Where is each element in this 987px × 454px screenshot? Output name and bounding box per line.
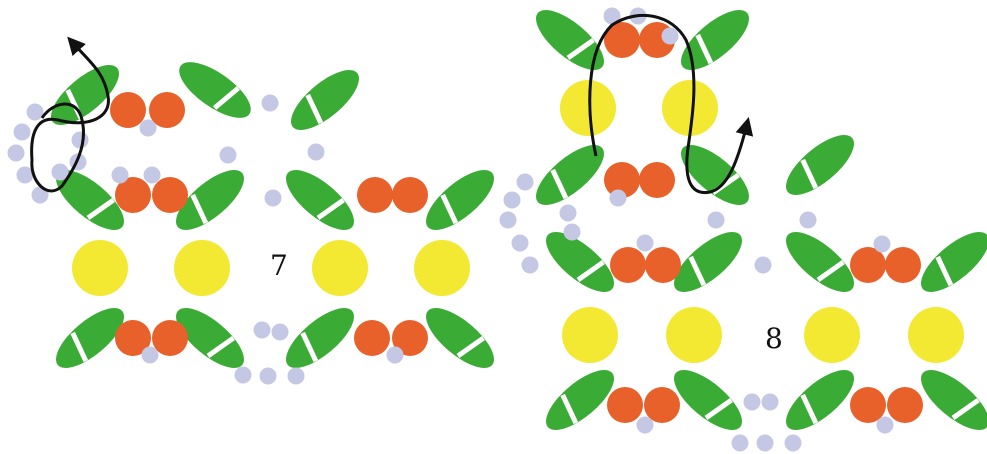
seed-bead [308, 144, 325, 161]
orange-round-bead [357, 177, 393, 213]
petal-body [912, 222, 987, 302]
orange-round-bead [850, 387, 886, 423]
seed-bead [755, 257, 772, 274]
green-petal-bead [777, 222, 863, 302]
step-7-label: 7 [270, 249, 288, 282]
seed-bead [500, 212, 517, 229]
green-petal-bead [912, 360, 987, 440]
seed-bead [874, 236, 891, 253]
green-petal-bead [777, 360, 863, 440]
green-petal-bead [171, 52, 259, 128]
seed-bead [732, 435, 749, 452]
petal-body [277, 298, 363, 378]
seed-bead [14, 124, 31, 141]
seed-bead [8, 145, 25, 162]
orange-round-bead [607, 387, 643, 423]
seed-bead [260, 368, 277, 385]
petal-body [777, 222, 863, 302]
seed-bead [762, 394, 779, 411]
seed-bead [504, 192, 521, 209]
petal-body [282, 60, 368, 140]
bead-layer [8, 0, 987, 452]
orange-round-bead [610, 247, 646, 283]
petal-body [777, 125, 863, 205]
orange-round-bead [850, 247, 886, 283]
orange-round-bead [639, 162, 675, 198]
step-8-label: 8 [765, 322, 783, 355]
petal-body [171, 52, 259, 128]
seed-bead [757, 435, 774, 452]
seed-bead [272, 324, 289, 341]
yellow-large-bead [562, 307, 618, 363]
yellow-large-bead [312, 240, 368, 296]
orange-round-bead [354, 320, 390, 356]
seed-bead [522, 257, 539, 274]
green-petal-bead [777, 125, 863, 205]
seed-bead [517, 174, 534, 191]
seed-bead [144, 167, 161, 184]
seed-bead [785, 435, 802, 452]
seed-bead [72, 132, 89, 149]
orange-round-bead [392, 177, 428, 213]
seed-bead [662, 28, 679, 45]
petal-body [777, 360, 863, 440]
seed-bead [560, 205, 577, 222]
seed-bead [265, 190, 282, 207]
yellow-large-bead [72, 240, 128, 296]
yellow-large-bead [666, 307, 722, 363]
orange-round-bead [644, 387, 680, 423]
seed-bead [637, 235, 654, 252]
orange-round-bead [152, 177, 188, 213]
seed-bead [254, 322, 271, 339]
seed-bead [637, 417, 654, 434]
yellow-large-bead [414, 240, 470, 296]
seed-bead [220, 147, 237, 164]
yellow-large-bead [174, 240, 230, 296]
orange-round-bead [885, 247, 921, 283]
orange-round-bead [645, 247, 681, 283]
seed-bead [235, 367, 252, 384]
seed-bead [610, 190, 627, 207]
seed-bead [112, 167, 129, 184]
seed-bead [744, 394, 761, 411]
yellow-large-bead [804, 307, 860, 363]
seed-bead [142, 347, 159, 364]
petal-body [417, 160, 503, 240]
petal-body [672, 135, 758, 215]
green-petal-bead [282, 60, 368, 140]
green-petal-bead [417, 298, 503, 378]
seed-bead [877, 417, 894, 434]
seed-bead [27, 104, 44, 121]
green-petal-bead [277, 298, 363, 378]
seed-bead [262, 95, 279, 112]
seed-bead [140, 120, 157, 137]
seed-bead [512, 235, 529, 252]
green-petal-bead [912, 222, 987, 302]
green-petal-bead [417, 160, 503, 240]
seed-bead [288, 368, 305, 385]
green-petal-bead [672, 135, 758, 215]
seed-bead [564, 224, 581, 241]
yellow-large-bead [560, 80, 616, 136]
yellow-large-bead [908, 307, 964, 363]
seed-bead [387, 347, 404, 364]
petal-body [277, 160, 363, 240]
petal-body [417, 298, 503, 378]
orange-round-bead [152, 320, 188, 356]
green-petal-bead [277, 160, 363, 240]
green-petal-bead [527, 135, 613, 215]
petal-body [527, 135, 613, 215]
orange-round-bead [110, 92, 146, 128]
orange-round-bead [887, 387, 923, 423]
seed-bead [800, 212, 817, 229]
seed-bead [708, 212, 725, 229]
